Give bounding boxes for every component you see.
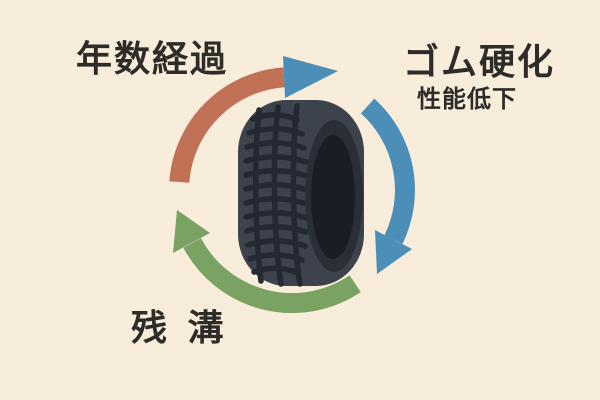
arrowhead-left-icon (173, 210, 210, 253)
tire-tread-pattern (243, 103, 310, 287)
label-performance-decline: 性能低下 (417, 85, 517, 113)
arc-aging (169, 67, 286, 184)
label-rubber-hardening: ゴム硬化 (403, 42, 556, 83)
tire-icon (238, 100, 364, 287)
cycle-arcs (169, 67, 415, 314)
label-remaining-tread: 残 溝 (131, 308, 228, 349)
arc-tread (183, 238, 361, 314)
arc-hardening (360, 98, 415, 244)
arrowhead-right-icon (375, 230, 412, 274)
label-aging: 年数経過 (76, 39, 229, 80)
arrowhead-top-icon (283, 56, 338, 98)
tire-hub (311, 135, 355, 259)
